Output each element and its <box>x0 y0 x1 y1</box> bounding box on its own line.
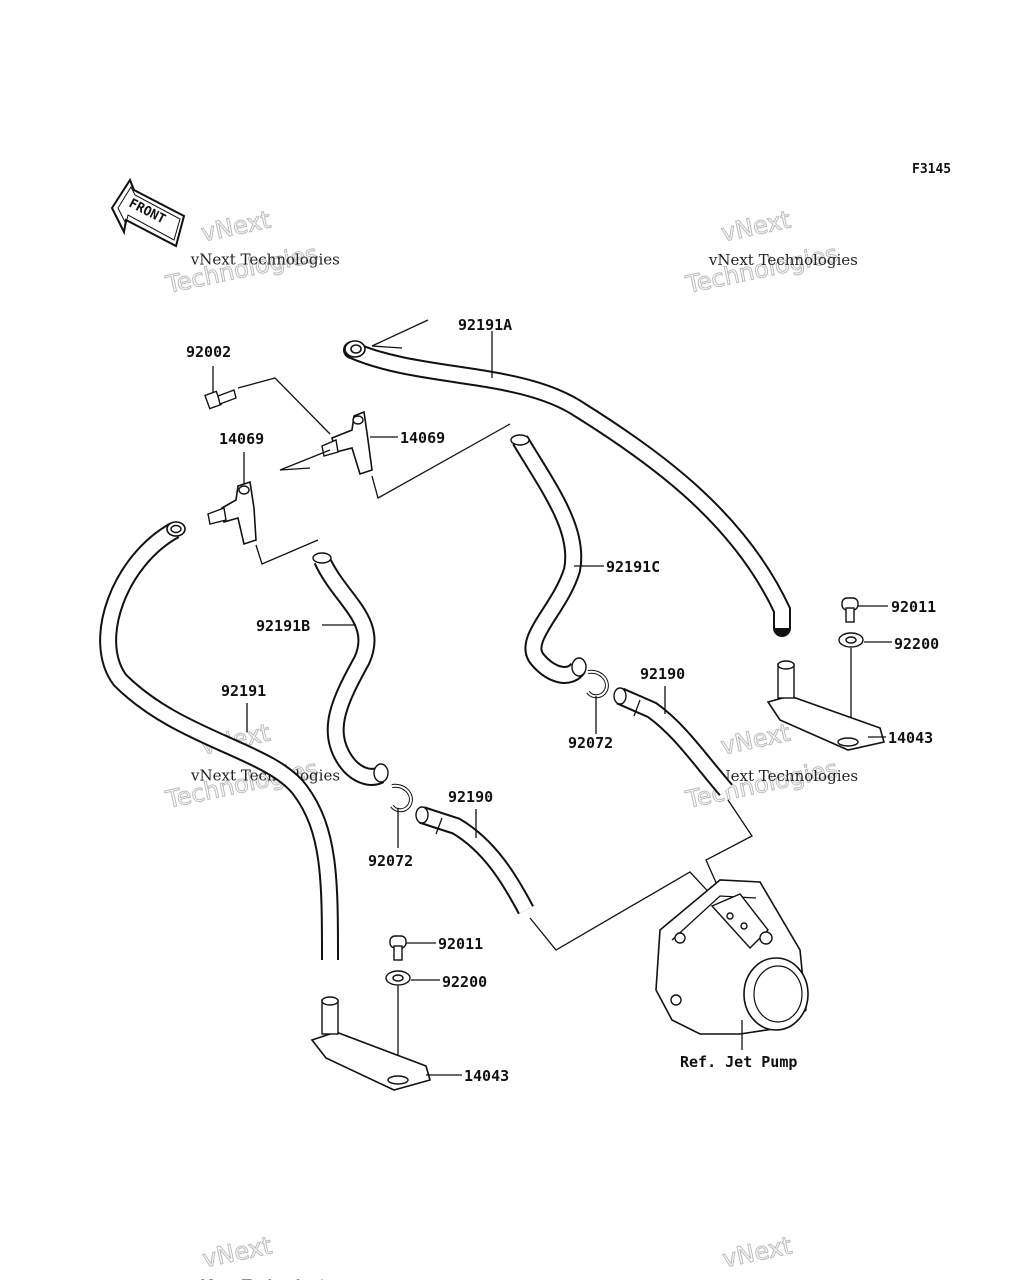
reference-jet-pump-label: Ref. Jet Pump <box>680 1053 797 1071</box>
label-92011-right: 92011 <box>891 598 936 616</box>
label-92072-left: 92072 <box>368 852 413 870</box>
bracket-14043-right <box>766 660 886 751</box>
clamp-92072-left <box>390 783 413 813</box>
svg-text:vNext: vNext <box>199 206 273 248</box>
svg-text:vNext Technologies: vNext Technologies <box>709 1277 859 1280</box>
svg-text:vNext: vNext <box>720 1231 794 1273</box>
label-92190-left: 92190 <box>448 788 493 806</box>
label-14069-left: 14069 <box>219 430 264 448</box>
bracket-14043-left <box>310 996 431 1091</box>
hose-92190-left <box>415 806 534 915</box>
label-14069-right: 14069 <box>400 429 445 447</box>
figure-code: F3145 <box>912 162 951 177</box>
hose-92191C <box>510 434 587 684</box>
clamp-92072-right <box>586 669 609 699</box>
watermark-top-left: vNext Technologies vNext Technologies <box>162 205 340 300</box>
svg-text:vNext Technologies: vNext Technologies <box>708 251 858 269</box>
washer-92200-left <box>385 970 411 986</box>
svg-text:vNext: vNext <box>200 1231 274 1273</box>
label-14043-right: 14043 <box>888 729 933 747</box>
svg-text:vNext Technologies: vNext Technologies <box>191 1277 341 1280</box>
screw-92011-left <box>389 935 407 961</box>
label-92191C: 92191C <box>606 558 660 576</box>
label-92200-left: 92200 <box>442 973 487 991</box>
hose-92191B <box>312 552 389 786</box>
hose-92191 <box>99 521 339 961</box>
front-arrow-icon: FRONT <box>110 177 186 248</box>
label-92011-left: 92011 <box>438 935 483 953</box>
jet-pump <box>655 879 809 1035</box>
svg-text:Technologies: Technologies <box>683 239 841 299</box>
label-92072-right: 92072 <box>568 734 613 752</box>
fitting-14069-left <box>207 480 257 546</box>
svg-text:vNext: vNext <box>719 206 793 248</box>
label-92190-right: 92190 <box>640 665 685 683</box>
screw-92011-right <box>841 597 859 623</box>
label-14043-left: 14043 <box>464 1067 509 1085</box>
svg-text:vNext Technologies: vNext Technologies <box>190 251 340 269</box>
watermark-top-right: vNext Technologies vNext Technologies <box>682 205 858 300</box>
hose-92191A <box>343 340 791 637</box>
svg-text:Technologies: Technologies <box>163 239 321 299</box>
hose-92190-right <box>613 687 733 796</box>
svg-text:vNext Technologies: vNext Technologies <box>708 767 858 785</box>
label-92191B: 92191B <box>256 617 310 635</box>
label-92200-right: 92200 <box>894 635 939 653</box>
fitting-14069-right <box>321 410 373 476</box>
label-92191A: 92191A <box>458 316 512 334</box>
label-92191: 92191 <box>221 682 266 700</box>
watermark-bottom-left: vNext vNext Technologies <box>191 1231 341 1280</box>
bolt-92002 <box>204 389 237 410</box>
washer-92200-right <box>838 632 864 648</box>
label-92002: 92002 <box>186 343 231 361</box>
svg-text:vNext: vNext <box>718 719 792 761</box>
watermark-bottom-right: vNext vNext Technologies <box>709 1231 859 1280</box>
